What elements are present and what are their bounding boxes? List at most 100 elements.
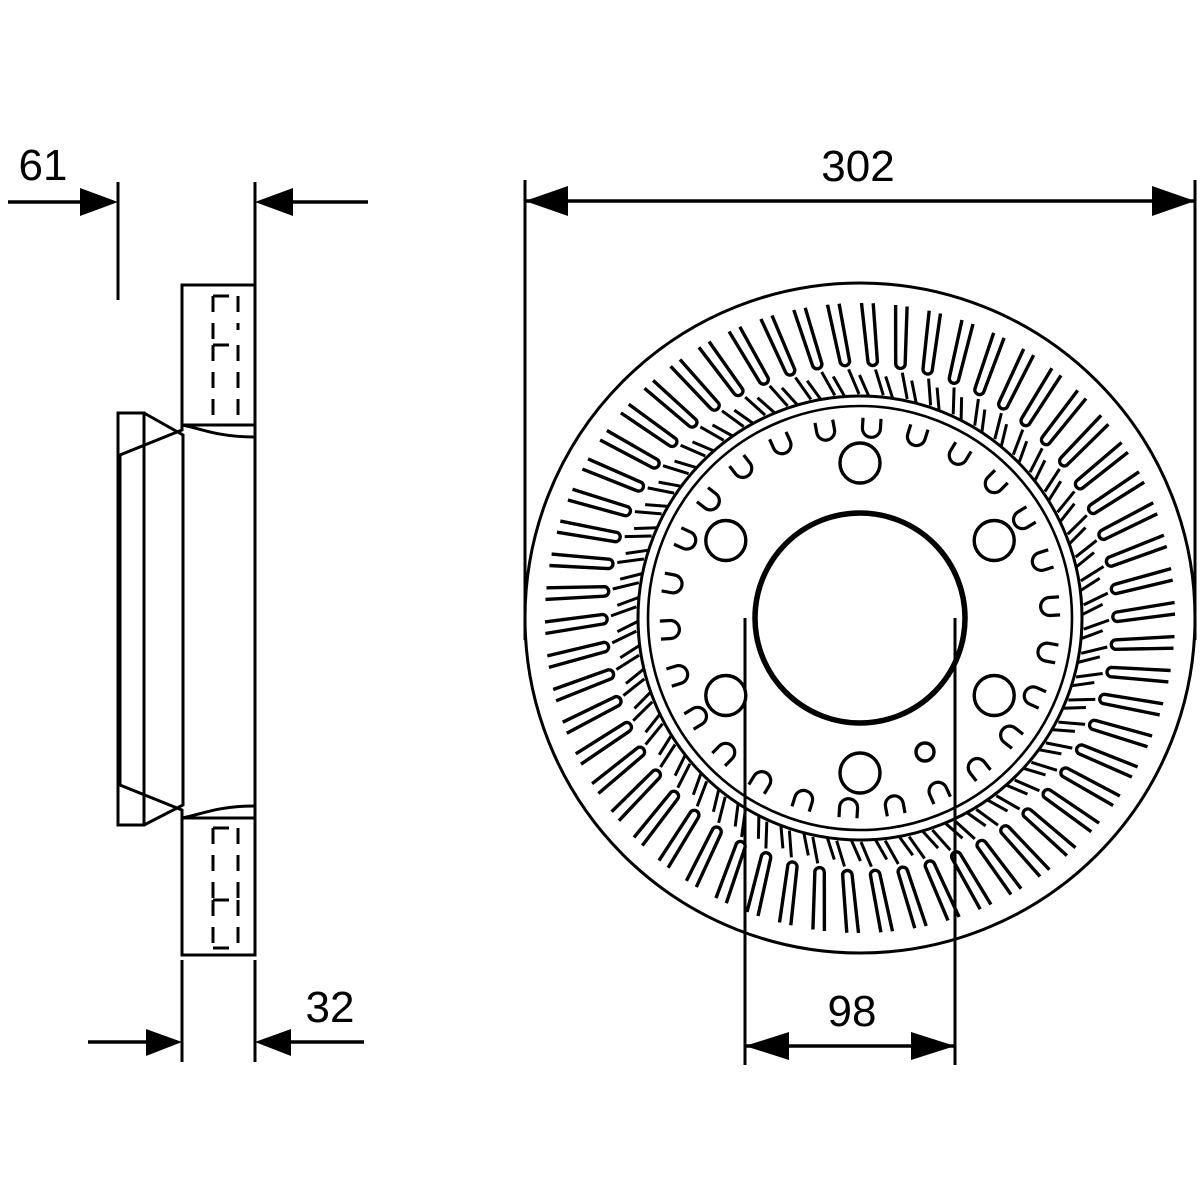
cooling-vane-tick <box>1058 720 1086 726</box>
side-section-view <box>116 283 257 957</box>
cooling-vane <box>1098 692 1164 717</box>
cooling-vane-tick <box>973 398 980 426</box>
dim-32-label: 32 <box>306 983 355 1032</box>
bolt-hole <box>972 673 1016 718</box>
cooling-vane-tick <box>1014 778 1040 793</box>
dim-61-arrowhead-left <box>80 188 118 216</box>
cooling-vane-tick <box>733 803 740 827</box>
cooling-vane-tick <box>624 534 652 539</box>
cooling-vane <box>1111 600 1176 624</box>
cooling-vane-tick <box>1068 526 1087 546</box>
cooling-vane-tick <box>802 832 810 856</box>
cooling-vane-tick <box>644 722 664 746</box>
dimension-32: 32 <box>88 960 364 1062</box>
cooling-vane-tick <box>1074 539 1098 559</box>
cooling-vane <box>859 302 880 368</box>
hub-hook-mark <box>966 757 992 782</box>
hub-hook-mark <box>1022 685 1047 710</box>
cooling-vane <box>544 612 609 636</box>
hub-hook-mark <box>860 417 883 439</box>
cooling-vane <box>599 429 661 470</box>
cooling-vane <box>1097 501 1159 542</box>
cooling-vane <box>997 348 1036 411</box>
cooling-vane <box>1109 634 1175 652</box>
cooling-vane-tick <box>831 375 847 398</box>
bolt-hole-group <box>704 441 1016 795</box>
bolt-hole <box>838 751 882 795</box>
dim-302-arrowhead-left <box>525 186 568 216</box>
cooling-vane-tick <box>616 595 640 607</box>
cooling-vane-tick <box>849 839 862 862</box>
cooling-vane-tick <box>1058 502 1076 523</box>
cooling-vane-tick <box>966 811 987 828</box>
cooling-vane-tick <box>612 581 640 591</box>
cooling-vane-tick <box>993 412 1003 440</box>
cooling-vane-tick <box>680 443 706 458</box>
hub-hook-mark <box>1030 548 1055 572</box>
hub-hook-marks <box>659 417 1061 819</box>
cooling-vane-tick <box>1082 591 1109 607</box>
cooling-vane-tick <box>825 837 836 861</box>
cooling-vane-tick <box>657 734 673 756</box>
cooling-vane <box>759 314 797 377</box>
cooling-vane-tick <box>1045 741 1073 750</box>
cooling-vane-tick <box>1068 697 1096 702</box>
cooling-vane-tick <box>691 772 703 796</box>
cooling-vane-tick <box>711 788 721 813</box>
hub-hook-mark <box>683 705 709 731</box>
cooling-vane <box>556 519 622 544</box>
bolt-hole <box>972 518 1016 563</box>
cooling-vane <box>921 310 943 376</box>
cooling-vane <box>697 340 745 398</box>
cooling-vane <box>811 865 827 932</box>
cooling-vane-tick <box>1079 576 1101 592</box>
cooling-vane <box>825 303 852 368</box>
cooling-vane-tick <box>995 794 1021 811</box>
dim-61-arrowhead-right <box>255 188 293 216</box>
side-upper-transition <box>181 423 256 439</box>
cooling-vane <box>777 860 799 926</box>
dimension-61: 61 <box>8 141 368 300</box>
cooling-vane-tick <box>717 796 727 824</box>
bolt-hole <box>704 518 748 563</box>
hub-hook-mark <box>695 486 721 512</box>
cooling-vane-tick <box>756 396 776 415</box>
cooling-vane-tick <box>619 572 643 581</box>
cooling-vane <box>840 868 861 934</box>
cooling-vane-tick <box>1005 783 1029 796</box>
cooling-vane-tick <box>1066 514 1088 536</box>
hub-hook-mark <box>813 419 837 442</box>
cooling-vane-tick <box>835 840 846 867</box>
cooling-vane-tick <box>676 763 692 789</box>
hub-hook-mark <box>768 431 793 456</box>
cooling-vane-tick <box>1047 480 1063 502</box>
hub-hook-mark <box>661 571 684 595</box>
cooling-vane <box>1039 389 1088 447</box>
hub-hook-mark <box>905 423 930 448</box>
cooling-vane-tick <box>883 839 900 865</box>
cooling-vane <box>591 745 647 795</box>
cooling-vane-tick <box>695 780 709 807</box>
cooling-vane <box>581 457 646 493</box>
cooling-vane-tick <box>711 423 734 438</box>
cooling-vane-tick <box>779 825 785 849</box>
cooling-vane-tick <box>610 605 637 618</box>
cooling-vane-tick <box>1071 681 1095 688</box>
cooling-vane-tick <box>1075 672 1103 679</box>
cooling-vane-tick <box>721 409 745 428</box>
cooling-vane-tick <box>921 829 940 850</box>
hub-hook-mark <box>837 797 860 819</box>
cooling-vane-tick <box>756 815 761 839</box>
hub-hook-mark <box>1036 641 1059 665</box>
cooling-vane-tick <box>1017 440 1029 464</box>
cooling-vane-tick <box>787 830 793 858</box>
cooling-vane-tick <box>794 376 813 401</box>
cooling-vane <box>684 825 723 888</box>
cooling-vane <box>896 865 928 929</box>
dim-302-arrowhead-right <box>1152 186 1195 216</box>
cooling-vane-tick <box>658 480 682 488</box>
cooling-vane-tick <box>1080 645 1108 655</box>
cooling-vane <box>727 325 771 386</box>
cooling-vane-tick <box>768 384 789 407</box>
hub-hook-mark <box>747 770 773 795</box>
